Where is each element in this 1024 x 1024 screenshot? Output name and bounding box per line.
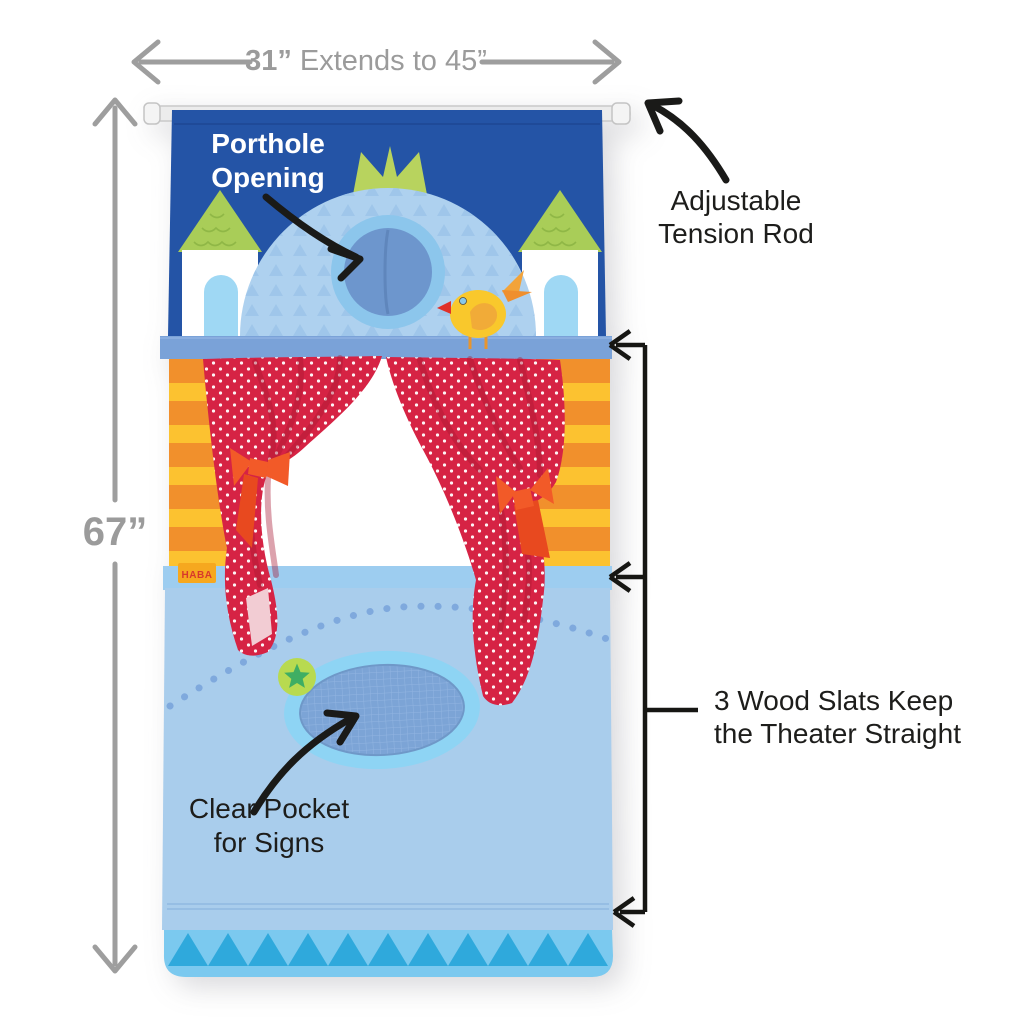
clear-pocket-callout-line2: for Signs bbox=[213, 826, 325, 858]
width-dimension-label: 31” Extends to 45” bbox=[240, 44, 492, 79]
sign-pocket bbox=[284, 650, 480, 770]
brand-tag-text: HABA bbox=[182, 570, 213, 581]
height-dimension-arrow bbox=[92, 97, 138, 974]
slats-bracket bbox=[608, 329, 698, 928]
porthole-callout: Porthole Opening bbox=[178, 127, 358, 194]
dotted-trim bbox=[166, 602, 614, 710]
porthole bbox=[331, 215, 445, 329]
porthole-arrow bbox=[262, 193, 364, 282]
clear-pocket-callout-line1: Clear Pocket bbox=[188, 793, 350, 824]
zigzag-trim bbox=[168, 933, 608, 966]
tension-rod-callout-line2: Tension Rod bbox=[658, 218, 814, 250]
top-slat-band bbox=[160, 336, 612, 359]
height-dimension-label: 67” bbox=[82, 510, 148, 554]
tension-rod-callout-line1: Adjustable bbox=[670, 185, 802, 216]
crown bbox=[352, 146, 428, 200]
right-curtain bbox=[386, 356, 565, 706]
porthole-callout-line2: Opening bbox=[211, 161, 325, 193]
left-curtain bbox=[203, 355, 382, 656]
left-tieback bbox=[230, 448, 290, 548]
star-badge bbox=[278, 658, 316, 696]
brand-tag: HABA bbox=[178, 563, 216, 583]
porthole-callout-line1: Porthole bbox=[211, 128, 325, 159]
bottom-slat-band bbox=[163, 930, 614, 977]
width-value: 31” bbox=[245, 45, 292, 77]
wood-slats-callout: 3 Wood Slats Keep the Theater Straight bbox=[714, 684, 994, 750]
tension-rod-arrow bbox=[644, 97, 730, 184]
wood-slats-callout-line1: 3 Wood Slats Keep bbox=[714, 685, 954, 716]
width-dimension-arrow bbox=[131, 39, 622, 85]
bird-icon bbox=[437, 270, 532, 349]
theater-illustration: HABA bbox=[143, 102, 631, 977]
width-extends-text: Extends to 45” bbox=[291, 45, 487, 77]
wood-slats-callout-line2: the Theater Straight bbox=[714, 718, 961, 750]
clear-pocket-callout: Clear Pocket for Signs bbox=[173, 792, 365, 859]
pocket-arrow bbox=[250, 709, 360, 816]
tension-rod-callout: Adjustable Tension Rod bbox=[638, 184, 834, 250]
right-tieback bbox=[496, 468, 554, 558]
